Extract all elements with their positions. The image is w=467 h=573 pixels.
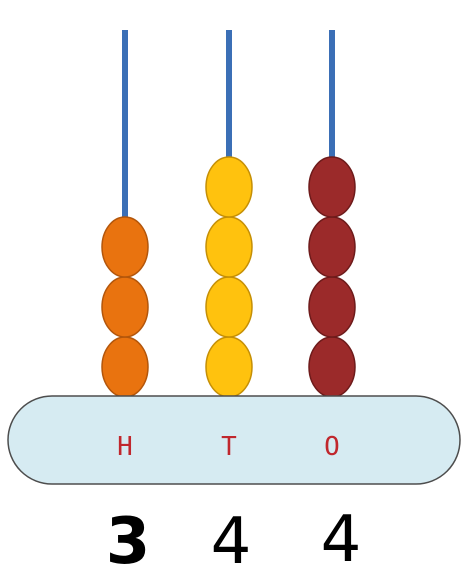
bead-tens-3 xyxy=(205,216,253,278)
bead-ones-2 xyxy=(308,276,356,338)
bead-hundreds-3 xyxy=(101,216,149,278)
digit-ones: 4 xyxy=(321,503,362,573)
label-tens: T xyxy=(221,432,237,462)
bead-tens-4 xyxy=(205,156,253,218)
bead-tens-2 xyxy=(205,276,253,338)
bead-ones-1 xyxy=(308,336,356,398)
bead-ones-3 xyxy=(308,216,356,278)
bead-ones-4 xyxy=(308,156,356,218)
label-ones: O xyxy=(324,432,340,462)
bead-tens-1 xyxy=(205,336,253,398)
label-hundreds: H xyxy=(117,432,133,462)
place-value-labels: H T O xyxy=(117,432,340,462)
bead-hundreds-2 xyxy=(101,276,149,338)
digits: 3 4 4 xyxy=(106,503,362,573)
bead-hundreds-1 xyxy=(101,336,149,398)
digit-tens: 4 xyxy=(211,505,252,573)
abacus-base xyxy=(7,395,461,485)
beads xyxy=(101,156,356,398)
digit-hundreds: 3 xyxy=(106,505,151,573)
